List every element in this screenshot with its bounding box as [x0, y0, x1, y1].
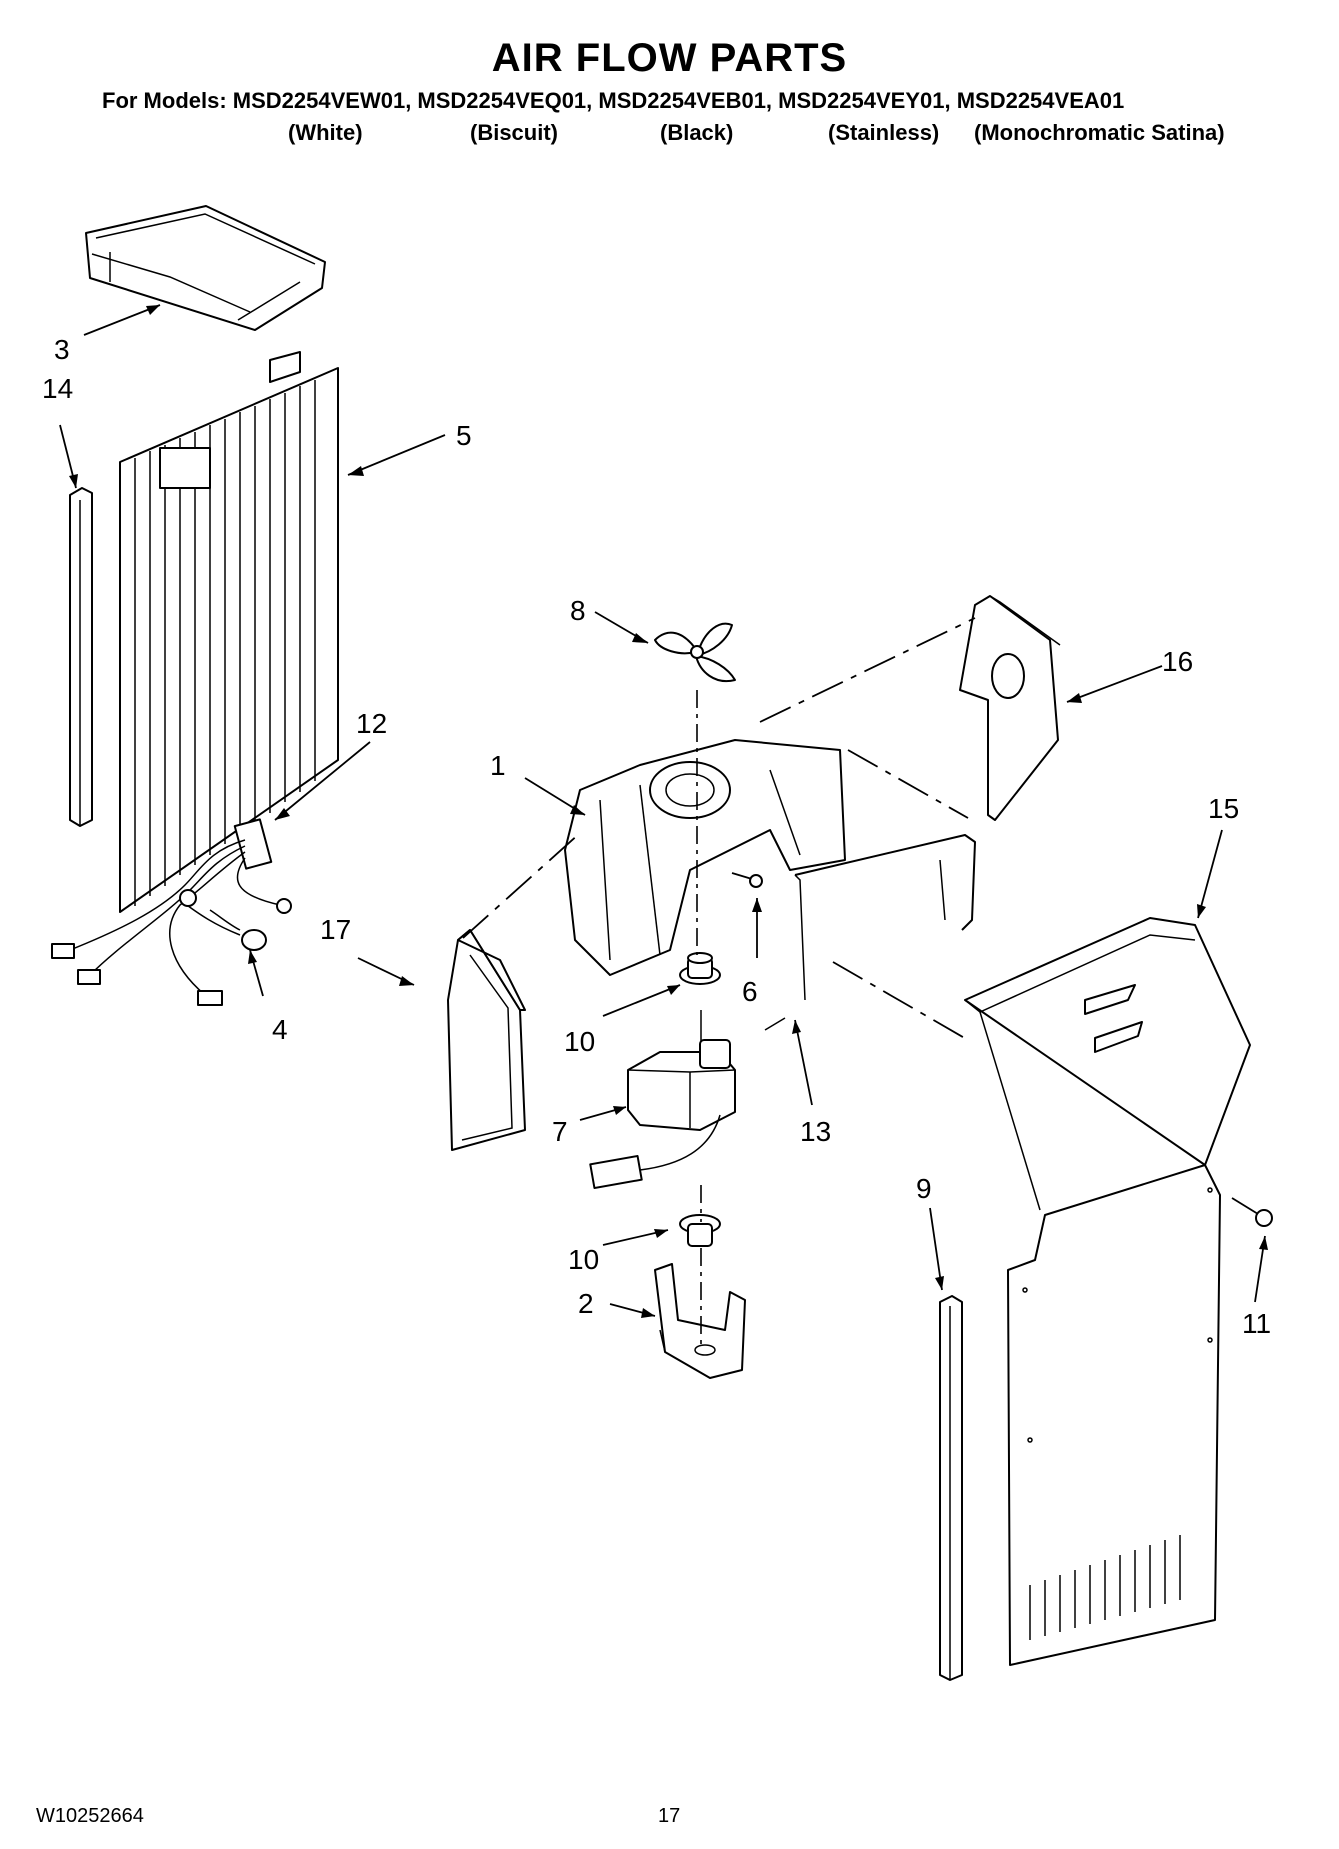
callout-15: 15: [1208, 793, 1240, 824]
part-13-bracket: [764, 834, 976, 1031]
callout-7: 7: [552, 1116, 568, 1147]
part-16-right-foam-block: [959, 595, 1061, 821]
part-10-lower-grommet: [679, 1214, 721, 1247]
part-12-wire-harness: [51, 818, 292, 1006]
part-9-foam-strip: [939, 1295, 963, 1681]
callout-1: 1: [490, 750, 506, 781]
callout-4: 4: [272, 1014, 288, 1045]
callout-17: 17: [320, 914, 352, 945]
part-2-motor-bracket: [654, 1263, 746, 1379]
callout-10-lower: 10: [568, 1244, 600, 1275]
part-6-screw: [731, 872, 763, 888]
part-5-evaporator-cover: [119, 351, 339, 913]
callout-8: 8: [570, 595, 586, 626]
part-3-duct-cover: [85, 205, 326, 331]
callout-6: 6: [742, 976, 758, 1007]
cover-ribs: [134, 380, 316, 906]
models-line: For Models: MSD2254VEW01, MSD2254VEQ01, …: [102, 88, 1125, 113]
page-title: AIR FLOW PARTS: [491, 36, 848, 80]
assembly-lines: [462, 617, 976, 1345]
part-15-air-duct-panel: [964, 917, 1251, 1666]
callout-14: 14: [42, 373, 74, 404]
finish-white: (White): [288, 120, 363, 145]
callout-9: 9: [916, 1173, 932, 1204]
callout-12: 12: [356, 708, 388, 739]
part-1-fan-housing: [564, 739, 846, 976]
page-number: 17: [658, 1805, 681, 1827]
finish-black: (Black): [660, 120, 734, 145]
part-14-foam-strip: [69, 487, 93, 827]
callout-5: 5: [456, 420, 472, 451]
callout-10-upper: 10: [564, 1026, 596, 1057]
part-17-left-foam-block: [447, 929, 526, 1151]
callout-3: 3: [54, 334, 70, 365]
leader-arrows: [59, 304, 1268, 1318]
callout-13: 13: [800, 1116, 832, 1147]
finish-monochromatic-satina: (Monochromatic Satina): [974, 120, 1225, 145]
finish-biscuit: (Biscuit): [470, 120, 558, 145]
part-10-upper-grommet: [679, 952, 721, 985]
document-number: W10252664: [36, 1805, 144, 1827]
finish-stainless: (Stainless): [828, 120, 940, 145]
part-4-thermistor: [209, 909, 267, 951]
callout-2: 2: [578, 1288, 594, 1319]
callout-16: 16: [1162, 646, 1194, 677]
vent-louvers: [1029, 1535, 1181, 1640]
part-7-fan-motor: [589, 1010, 736, 1189]
part-8-fan-blade: [654, 622, 736, 683]
part-11-screw: [1231, 1197, 1273, 1227]
callout-11: 11: [1242, 1308, 1272, 1339]
